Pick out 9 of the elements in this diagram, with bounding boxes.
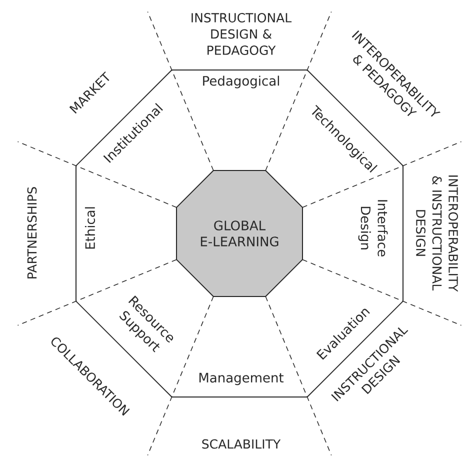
sector-heading: PARTNERSHIPS [27,187,37,278]
center-octagon: GLOBAL E-LEARNING [176,170,303,297]
dimension-label: Ethical [84,207,96,249]
dimension-label: Management [199,372,284,386]
dimension-label: Interface Design [358,200,388,256]
dimension-label: Pedagogical [203,76,279,88]
sector-heading: INTEROPERABILITY & INSTRUCTIONAL DESIGN [416,176,458,292]
sector-heading: SCALABILITY [202,439,281,449]
sector-heading: INSTRUCTIONAL DESIGN & PEDAGOGY [192,13,292,55]
